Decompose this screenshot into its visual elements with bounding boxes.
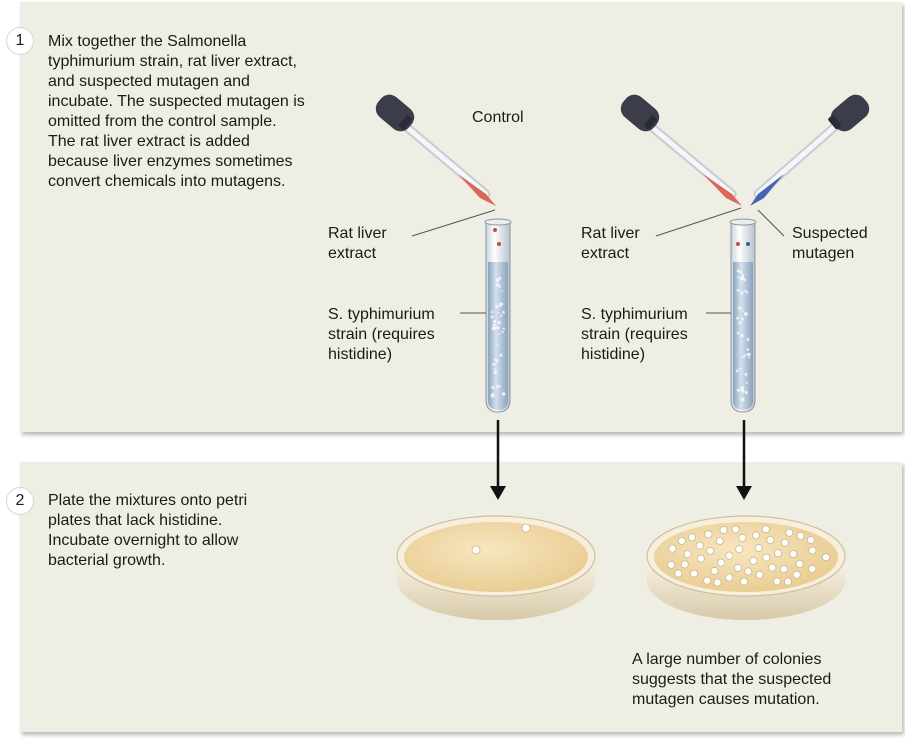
colony — [738, 533, 747, 542]
colony — [668, 544, 677, 553]
colony — [773, 577, 782, 586]
colony — [715, 537, 724, 546]
colony — [683, 550, 692, 559]
colony — [731, 525, 740, 534]
colony — [781, 538, 790, 547]
colony — [696, 554, 705, 563]
mutagen-fluid — [750, 174, 784, 206]
bacterial-colonies — [667, 525, 831, 587]
colony — [808, 546, 817, 555]
colony — [703, 576, 712, 585]
liver-extract-fluid — [458, 174, 496, 206]
colony — [792, 570, 801, 579]
colony — [789, 549, 798, 558]
petri-dish-experimental — [646, 515, 846, 620]
colony — [761, 525, 770, 534]
petri-dish-control — [396, 515, 596, 620]
step-number-1: 1 — [7, 28, 33, 54]
step2-description: Plate the mixtures onto petri plates tha… — [48, 492, 248, 569]
step-number-2: 2 — [7, 488, 33, 514]
arrow-left — [490, 420, 506, 500]
colony — [796, 531, 805, 540]
colony — [735, 545, 744, 554]
colony — [695, 541, 704, 550]
colony — [725, 573, 734, 582]
colony — [674, 569, 683, 578]
colony — [706, 547, 715, 556]
control-label: Control — [472, 109, 524, 126]
colony — [766, 536, 775, 545]
result-caption: A large number of colonies suggests that… — [632, 651, 832, 708]
colony — [688, 533, 697, 542]
colony — [719, 526, 728, 535]
left-rat-liver-label: Rat liver extract — [328, 225, 387, 262]
colony — [785, 528, 794, 537]
colony — [680, 560, 689, 569]
colony — [783, 577, 792, 586]
right-strain-label: S. typhimurium strain (requires histidin… — [581, 306, 688, 363]
colony — [774, 549, 783, 558]
test-tube-experimental — [729, 218, 757, 413]
colony — [768, 563, 777, 572]
colony — [822, 553, 831, 562]
leader-right-mutagen — [757, 209, 785, 237]
colony — [808, 564, 817, 573]
colony — [717, 558, 726, 567]
leader-left-liver — [411, 209, 496, 237]
colony — [752, 531, 761, 540]
colony — [733, 563, 742, 572]
dropper-right-mutagen — [750, 94, 870, 206]
colony — [779, 565, 788, 574]
dropper-left-liver — [375, 94, 496, 206]
step1-description: Mix together the Salmonella typhimurium … — [48, 33, 305, 190]
colony — [667, 560, 676, 569]
test-tube-control — [484, 218, 512, 413]
colony — [677, 537, 686, 546]
colony — [755, 570, 764, 579]
colony — [806, 535, 815, 544]
colony — [754, 543, 763, 552]
colony — [744, 567, 753, 576]
colony — [795, 559, 804, 568]
colony — [762, 553, 771, 562]
left-strain-label: S. typhimurium strain (requires histidin… — [328, 306, 435, 363]
colony — [725, 551, 734, 560]
colony — [713, 578, 722, 587]
colony — [704, 530, 713, 539]
suspected-mutagen-label: Suspected mutagen — [792, 225, 868, 262]
bubbles-experimental — [735, 269, 751, 402]
colony — [710, 566, 719, 575]
right-rat-liver-label: Rat liver extract — [581, 225, 640, 262]
colony — [749, 556, 758, 565]
leader-right-liver — [655, 207, 742, 237]
dropper-right-liver — [620, 94, 742, 206]
arrow-right — [736, 420, 752, 500]
bubbles-control — [490, 277, 506, 398]
colony — [690, 569, 699, 578]
colony — [739, 577, 748, 586]
